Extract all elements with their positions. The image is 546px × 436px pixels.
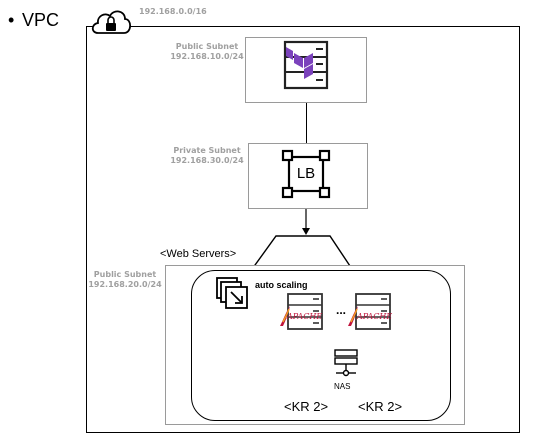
- private-subnet-name: Private Subnet: [173, 146, 241, 155]
- private-subnet-label: Private Subnet 192.168.30.0/24: [163, 146, 251, 166]
- web-servers-label: <Web Servers>: [160, 248, 237, 260]
- cloud-lock-icon: [89, 6, 133, 38]
- vpc-title: • VPC: [8, 10, 59, 31]
- public-subnet-bottom-label: Public Subnet 192.168.20.0/24: [82, 270, 168, 290]
- vpc-cidr: 192.168.0.0/16: [139, 7, 207, 16]
- connector-arrow: [300, 209, 312, 237]
- apache-server-icon: APACHE: [278, 292, 330, 332]
- kr-label-2: <KR 2>: [358, 399, 403, 414]
- connector-line-top: [306, 103, 307, 143]
- apache-server-icon: APACHE: [346, 292, 406, 332]
- svg-text:APACHE: APACHE: [286, 312, 322, 321]
- vpc-title-text: VPC: [22, 10, 60, 30]
- public-subnet-top-cidr: 192.168.10.0/24: [170, 52, 244, 61]
- server-ellipsis: ...: [336, 303, 347, 317]
- public-subnet-bottom-name: Public Subnet: [93, 270, 157, 279]
- load-balancer-icon: [280, 148, 332, 200]
- public-subnet-bottom-cidr: 192.168.20.0/24: [88, 280, 162, 289]
- nas-icon: [332, 348, 360, 378]
- public-subnet-top-name: Public Subnet: [175, 42, 239, 51]
- vpc-container: [86, 26, 520, 433]
- svg-text:APACHE: APACHE: [356, 312, 392, 321]
- lb-label: LB: [296, 165, 316, 182]
- nas-label: NAS: [334, 382, 351, 391]
- terraform-server-icon: [283, 40, 329, 90]
- public-subnet-top-label: Public Subnet 192.168.10.0/24: [163, 42, 251, 62]
- kr-label-1: <KR 2>: [284, 399, 329, 414]
- bullet-marker: •: [8, 10, 15, 30]
- auto-scaling-icon: [214, 275, 250, 311]
- private-subnet-cidr: 192.168.30.0/24: [170, 156, 244, 165]
- web-servers-connector: [250, 234, 356, 274]
- auto-scaling-label: auto scaling: [255, 280, 308, 290]
